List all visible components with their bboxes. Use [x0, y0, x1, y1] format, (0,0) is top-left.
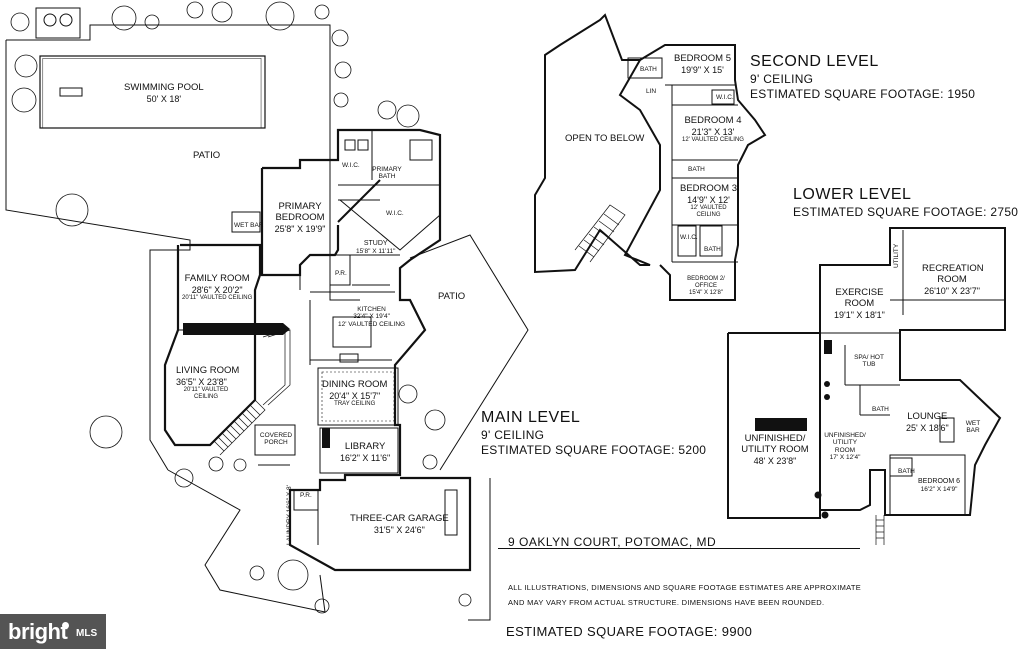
- exercise-room-label: EXERCISE ROOM 19'1" X 18'1": [834, 287, 885, 320]
- open-to-below: [534, 13, 661, 274]
- lower-level-plan: [727, 227, 1006, 545]
- wic-label-2a: W.I.C.: [716, 94, 734, 101]
- main-level-sqft: ESTIMATED SQUARE FOOTAGE: 5200: [481, 443, 707, 457]
- main-site-outline: [6, 24, 360, 301]
- watermark-suffix: MLS: [76, 628, 98, 639]
- patio-label: PATIO: [193, 150, 221, 161]
- wic-label: W.I.C.: [342, 162, 360, 169]
- fireplace: [183, 323, 283, 335]
- main-house-wall: [262, 128, 472, 572]
- dining-room-label: DINING ROOM 20'4" X 15'7" TRAY CEILING: [322, 379, 388, 408]
- bedroom6-label: BEDROOM 6 16'2" X 14'9": [918, 478, 961, 494]
- lin-label: LIN: [646, 88, 657, 95]
- study-label: STUDY 15'8" X 11'11": [356, 240, 396, 256]
- unfinished-black-bar: [755, 418, 807, 431]
- laundry-label: LAUNDRY 16'6" X 8': [286, 485, 293, 545]
- wet-bar-label-lower: WET BAR: [965, 420, 981, 435]
- disclaimer-text: ALL ILLUSTRATIONS, DIMENSIONS AND SQUARE…: [508, 583, 862, 607]
- bedroom3-label: BEDROOM 3 14'9" X 12' 12' VAULTED CEILIN…: [680, 183, 738, 219]
- pr-label-2: P.R.: [300, 492, 312, 499]
- bedroom5-label: BEDROOM 5 19'9" X 15': [674, 53, 732, 75]
- bedroom4-label: BEDROOM 4 21'3" X 13' 12' VAULTED CEILIN…: [682, 115, 744, 144]
- main-right-patio: [409, 234, 529, 471]
- second-level-sqft: ESTIMATED SQUARE FOOTAGE: 1950: [750, 87, 976, 101]
- dining-room-wall: [317, 367, 399, 426]
- primary-bedroom-label: PRIMARY BEDROOM 25'8" X 19'9": [274, 201, 326, 234]
- garage-label: THREE-CAR GARAGE 31'5" X 24'6": [350, 513, 449, 535]
- bath-label-lower: BATH: [872, 406, 889, 413]
- second-level-wall: [639, 44, 767, 301]
- main-bottom-patio: [167, 469, 326, 613]
- pr-label: P.R.: [335, 270, 347, 277]
- watermark-dot-icon: [62, 622, 69, 629]
- second-level-title: SECOND LEVEL: [750, 53, 879, 70]
- recreation-room-label: RECREATION ROOM 26'10" X 23'7": [922, 263, 984, 296]
- second-level-ceiling: 9' CEILING: [750, 72, 814, 86]
- watermark-brand: bright: [8, 619, 68, 644]
- main-stairs: [209, 329, 291, 456]
- primary-bath-label: PRIMARY BATH: [372, 166, 402, 181]
- lower-level-wall: [727, 227, 1006, 519]
- main-patio-outline: [5, 40, 191, 471]
- bath-label-2b: BATH: [688, 166, 705, 173]
- bright-mls-watermark: bright MLS: [0, 614, 106, 649]
- main-level-ceiling: 9' CEILING: [481, 428, 545, 442]
- address-underline: [498, 548, 860, 549]
- patio-right-label: PATIO: [438, 291, 466, 302]
- lower-level-title: LOWER LEVEL: [793, 186, 912, 203]
- wet-bar-label: WET BAR: [234, 222, 264, 229]
- main-level-plan: [5, 1, 529, 621]
- covered-porch: [254, 424, 296, 456]
- spa-label: SPA/ HOT TUB: [854, 354, 884, 369]
- bath-label-lower-2: BATH: [898, 468, 915, 475]
- wic-label-2b: W.I.C.: [680, 234, 698, 241]
- main-level-title: MAIN LEVEL: [481, 409, 581, 426]
- property-address: 9 OAKLYN COURT, POTOMAC, MD: [508, 535, 717, 549]
- second-level-heading: SECOND LEVEL 9' CEILING ESTIMATED SQUARE…: [750, 52, 975, 102]
- unfinished-room-label-2: UNFINISHED/ UTILITY ROOM 17' X 12'4": [824, 432, 866, 462]
- lower-level-sqft: ESTIMATED SQUARE FOOTAGE: 2750: [793, 205, 1019, 219]
- living-room-label: LIVING ROOM 36'5" X 23'8" 20'11" VAULTED…: [176, 365, 240, 401]
- trees-main: [10, 1, 472, 614]
- unfinished-room-label: UNFINISHED/ UTILITY ROOM 48' X 23'8": [741, 433, 809, 466]
- total-square-footage: ESTIMATED SQUARE FOOTAGE: 9900: [506, 624, 753, 639]
- bath-label-2c: BATH: [704, 246, 721, 253]
- covered-porch-label: COVERED PORCH: [259, 432, 293, 447]
- lower-level-heading: LOWER LEVEL ESTIMATED SQUARE FOOTAGE: 27…: [793, 185, 1018, 220]
- wic-label-2: W.I.C.: [386, 210, 404, 217]
- family-room-label: FAMILY ROOM 28'6" X 20'2" 20'11" VAULTED…: [182, 273, 253, 302]
- pool-step: [59, 87, 83, 97]
- lounge-label: LOUNGE 25' X 18'6": [906, 411, 949, 433]
- main-level-heading: MAIN LEVEL 9' CEILING ESTIMATED SQUARE F…: [481, 408, 706, 458]
- kitchen-island: [332, 316, 372, 348]
- second-level-plan: [534, 13, 767, 301]
- bedroom2-label: BEDROOM 2/ OFFICE 15'4" X 12'8": [687, 276, 725, 296]
- library-label: LIBRARY 16'2" X 11'6": [340, 441, 391, 463]
- open-to-below-label: OPEN TO BELOW: [565, 133, 645, 144]
- library-wall: [319, 427, 399, 474]
- utility-label: UTILITY: [893, 243, 900, 268]
- pool-label: SWIMMING POOL 50' X 18': [124, 82, 204, 104]
- bath-label-2a: BATH: [640, 66, 657, 73]
- kitchen-label: KITCHEN 32'4" X 19'4" 12' VAULTED CEILIN…: [338, 306, 406, 328]
